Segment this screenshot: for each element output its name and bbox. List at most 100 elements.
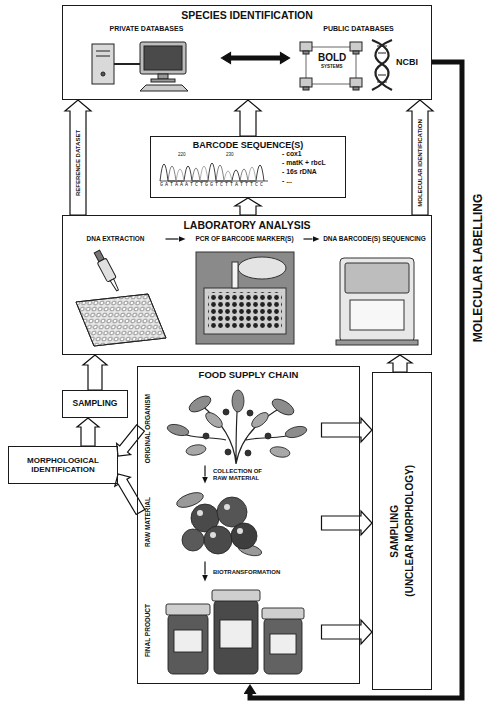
jam-jars-illustration xyxy=(168,614,208,674)
computer-icon xyxy=(101,72,105,76)
box-title: RAW MATERIAL xyxy=(144,497,151,547)
block-arrow xyxy=(115,474,145,515)
barcode-box: BARCODE SEQUENCE(S)- cox1- matK + rbcL- … xyxy=(150,136,346,198)
list-item: - 16s rDNA xyxy=(282,168,326,177)
process-box: MORPHOLOGICAL IDENTIFICATION xyxy=(8,446,118,484)
box-title: SPECIES IDENTIFICATION xyxy=(65,9,429,21)
box-title: PRIVATE DATABASES xyxy=(74,25,220,33)
marker-list: - cox1- matK + rbcL- 16s rDNA- ... xyxy=(282,150,326,186)
edge-label: MOLECULAR LABELLING xyxy=(471,193,487,344)
plant-illustration xyxy=(166,422,190,437)
box-title: LABORATORY ANALYSIS xyxy=(65,219,429,231)
plant-illustration xyxy=(284,424,308,439)
box-title: DNA BARCODE(S) SEQUENCING xyxy=(322,235,428,242)
berries-illustration xyxy=(204,526,232,554)
box-title: DNA EXTRACTION xyxy=(68,235,164,242)
computer-icon xyxy=(96,51,110,52)
flow-arrow xyxy=(304,238,313,239)
box-title: MORPHOLOGICAL IDENTIFICATION xyxy=(13,456,113,474)
plant-illustration xyxy=(265,433,271,439)
edge-label: BIOTRANSFORMATION xyxy=(212,568,281,577)
label-holder: BIOTRANSFORMATION xyxy=(212,568,281,577)
logo-text: NCBI xyxy=(396,58,418,67)
helix-logo xyxy=(372,40,392,90)
network-icon xyxy=(306,47,356,84)
computer-icon xyxy=(114,63,140,65)
panel-box: ORIGINAL ORGANISM RAW MATERIAL FINAL PRODU… xyxy=(137,366,360,684)
box-title: SAMPLING xyxy=(389,505,401,558)
box-text: (UNCLEAR MORPHOLOGY) xyxy=(404,465,416,597)
step-panel: PCR OF BARCODE MARKER(S) xyxy=(186,232,304,350)
pcr-photo xyxy=(232,262,238,288)
berries-illustration xyxy=(231,523,257,549)
box-title: FOOD SUPPLY CHAIN xyxy=(140,370,357,381)
sequencer-machine xyxy=(336,258,418,345)
network-icon xyxy=(300,78,312,87)
label-holder: 230 xyxy=(226,153,234,158)
axis-number: 230 xyxy=(226,153,234,158)
computer-icon xyxy=(140,42,186,74)
plant-illustration xyxy=(203,433,209,439)
pcr-photo xyxy=(196,252,294,344)
database-group: PRIVATE DATABASES xyxy=(72,22,222,94)
well-plate xyxy=(76,294,166,346)
process-box: SAMPLING(UNCLEAR MORPHOLOGY) xyxy=(372,372,432,690)
edge-label: REFERENCE DATASET xyxy=(74,129,83,197)
plant-illustration xyxy=(269,445,290,458)
logo-text: SYSTEMS xyxy=(321,65,343,70)
computer-icon xyxy=(140,85,188,91)
flow-arrow xyxy=(204,466,205,477)
block-arrow xyxy=(322,511,373,535)
double-arrow xyxy=(222,53,290,64)
label-holder: MOLECULAR LABELLING xyxy=(471,193,487,344)
jam-jars-illustration xyxy=(166,590,304,674)
computer-icon xyxy=(96,56,110,57)
flow-arrow xyxy=(166,238,179,239)
chromatogram xyxy=(160,163,264,181)
logo-text: BOLD xyxy=(318,53,346,63)
stage-row: ORIGINAL ORGANISM xyxy=(141,392,322,466)
edge-label: MOLECULAR IDENTIFICATION xyxy=(416,118,425,208)
block-arrow xyxy=(322,620,373,644)
box-title: PCR OF BARCODE MARKER(S) xyxy=(188,235,302,242)
chromatogram xyxy=(176,166,256,181)
label-holder: BOLD xyxy=(318,53,346,63)
well-plate xyxy=(76,294,166,346)
helix-logo xyxy=(378,75,386,76)
plant-illustration xyxy=(225,449,231,455)
label-holder: REFERENCE DATASET xyxy=(74,129,83,197)
box-title: FINAL PRODUCT xyxy=(144,604,151,657)
list-item: - ... xyxy=(282,177,326,186)
pcr-photo xyxy=(204,288,286,334)
well-plate xyxy=(76,294,166,346)
step-panel: DNA BARCODE(S) SEQUENCING xyxy=(320,232,430,350)
block-arrow xyxy=(388,355,412,372)
network-icon xyxy=(350,78,362,87)
block-arrow xyxy=(117,425,145,456)
plant-illustration xyxy=(245,450,251,456)
berries-illustration xyxy=(224,504,230,510)
box-title: ORIGINAL ORGANISM xyxy=(144,394,151,463)
jam-jars-illustration xyxy=(166,604,210,615)
computer-icon xyxy=(92,42,188,91)
list-item: - cox1 xyxy=(282,150,326,159)
plant-illustration xyxy=(203,410,225,431)
panel-box: DNA EXTRACTION PCR OF BARCODE MARKER(S) DN… xyxy=(62,215,432,355)
berries-illustration xyxy=(210,532,216,538)
label-holder: MOLECULAR IDENTIFICATION xyxy=(416,118,425,208)
network-icon xyxy=(300,42,312,51)
block-arrow xyxy=(77,418,99,446)
block-arrow xyxy=(235,100,261,136)
box-title: SAMPLING xyxy=(73,399,118,409)
jam-jars-illustration xyxy=(262,608,304,619)
block-arrow xyxy=(235,198,261,215)
sequence-text: GATAAATCTGGTCTTATTTCC xyxy=(160,183,265,188)
box-title: PUBLIC DATABASES xyxy=(292,25,426,33)
process-box: SAMPLING xyxy=(62,390,128,418)
jam-jars-illustration xyxy=(220,620,252,648)
block-arrow xyxy=(322,418,373,442)
pipette xyxy=(110,279,119,291)
sequencer-machine xyxy=(345,263,409,293)
berries-illustration xyxy=(217,497,247,527)
label-holder: 220 xyxy=(178,153,186,158)
